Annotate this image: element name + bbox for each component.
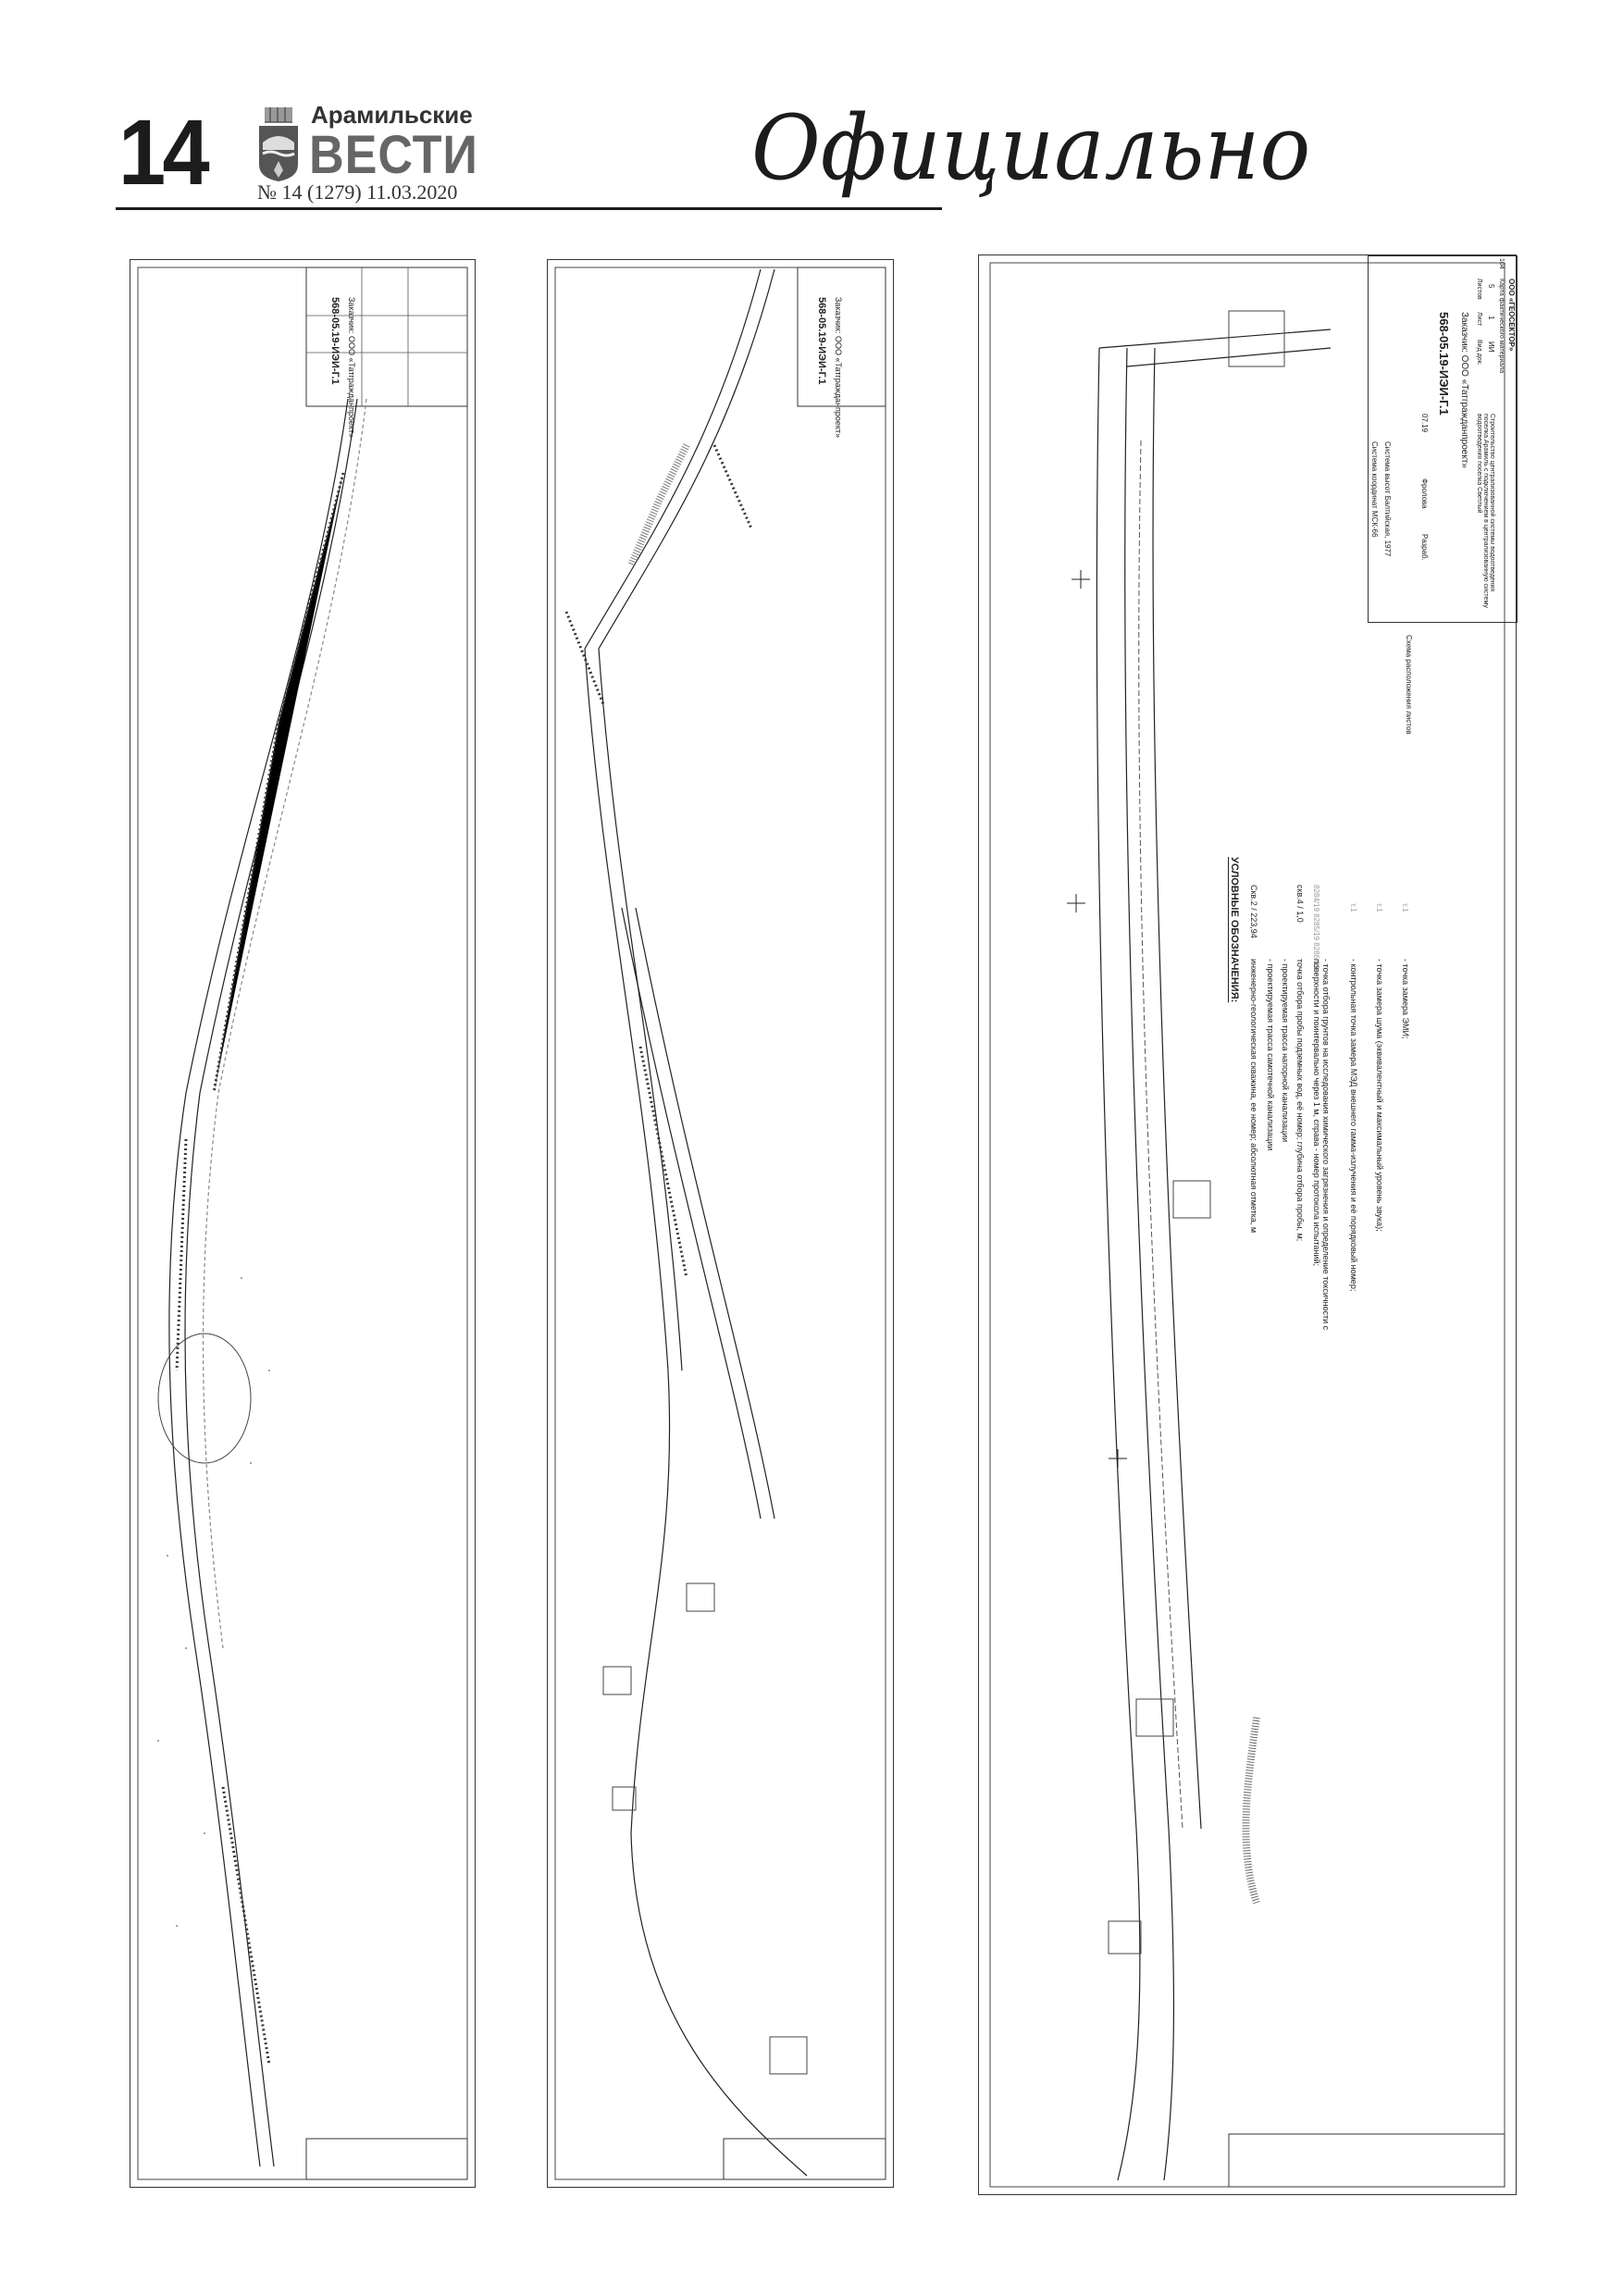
newspaper-logo: Арамильские ВЕСТИ [257, 101, 479, 185]
legend-text: - проектируемая трасса напорной канализа… [1281, 959, 1290, 1143]
legend-symbol: т.1 [1401, 903, 1409, 912]
legend-symbol: Скв.2 / 223,94 [1249, 885, 1258, 938]
company: ООО «ГЕОСЕКТОР» [1507, 279, 1516, 352]
sheet-code-label: 568-05.19-ИЭИ-Г.1 [816, 297, 827, 385]
map-title: Карта фактического материала [1498, 279, 1505, 374]
customer: Заказчик: ООО «Татгражданпроект» [1459, 312, 1469, 468]
customer-label: Заказчик: ООО «Татгражданпроект» [347, 297, 356, 439]
legend-symbol: т.1 [1375, 903, 1383, 912]
customer-label: Заказчик: ООО «Татгражданпроект» [834, 297, 843, 439]
coord-system: Система координат МСК-66 [1370, 441, 1379, 538]
survey-map-drawing-2 [554, 267, 886, 2180]
title-block: Система координат МСК-66 Система высот Б… [1368, 255, 1518, 623]
legend-text: - контрольная точка замера МЭД внешнего … [1349, 959, 1358, 1292]
map-sheet-1: 568-05.19-ИЭИ-Г.1 Заказчик: ООО «Татграж… [130, 259, 476, 2188]
legend-text: - проектируемая трасса самотечной канали… [1266, 959, 1275, 1151]
legend-symbol: скв.4 / 1,0 [1295, 885, 1305, 923]
sheet-header: Лист [1476, 312, 1482, 327]
sheet-value: 1 [1487, 316, 1495, 320]
sheets-value: 5 [1487, 284, 1495, 289]
sheet-number: 104 [1498, 258, 1505, 269]
height-system: Система высот Балтийская, 1977 [1383, 441, 1392, 557]
legend-text: - точка отбора грунтов на исследования х… [1312, 959, 1331, 1331]
legend-text: инженерно-геологическая скважина, ее ном… [1249, 959, 1258, 1234]
logo-title: ВЕСТИ [309, 125, 478, 185]
legend-text: - точка замера ЭМИ; [1401, 959, 1410, 1039]
legend-symbol: 8284/19 8285/19 8286/19 [1312, 885, 1320, 970]
legend-title: УСЛОВНЫЕ ОБОЗНАЧЕНИЯ: [1229, 857, 1240, 1003]
logo-town-name: Арамильские [311, 101, 473, 129]
sheet-code-label: 568-05.19-ИЭИ-Г.1 [329, 297, 341, 385]
layout-scheme-label: Схема расположения листов [1405, 635, 1413, 735]
map-sheet-2: 568-05.19-ИЭИ-Г.1 Заказчик: ООО «Татграж… [547, 259, 894, 2188]
header-rule [116, 207, 942, 210]
legend-symbol: т.1 [1349, 903, 1357, 912]
doc-type-header: Вид док. [1476, 340, 1482, 366]
sheet-code: 568-05.19-ИЭИ-Г.1 [1437, 312, 1451, 416]
developer-name: Фролова [1420, 478, 1429, 509]
date: 07.19 [1420, 414, 1429, 433]
issue-info: № 14 (1279) 11.03.2020 [257, 180, 458, 204]
section-title: Официально [751, 96, 1311, 200]
doc-type: ИИ [1487, 341, 1495, 353]
coat-of-arms-icon [259, 107, 298, 181]
sheets-header: Листов [1476, 279, 1482, 300]
project-title: Строительство централизованной системы в… [1476, 414, 1495, 608]
legend-text: точка отбора пробы подземных вод, её ном… [1295, 959, 1305, 1242]
survey-map-drawing-1 [137, 267, 468, 2180]
legend-text: - точка замера шума (эквивалентный и мак… [1375, 959, 1384, 1232]
developer-role: Разраб. [1420, 534, 1429, 561]
map-sheet-3: УСЛОВНЫЕ ОБОЗНАЧЕНИЯ: Скв.2 / 223,94 инж… [978, 254, 1518, 2195]
survey-map-drawing-3 [989, 262, 1505, 2188]
page-number: 14 [118, 101, 210, 205]
